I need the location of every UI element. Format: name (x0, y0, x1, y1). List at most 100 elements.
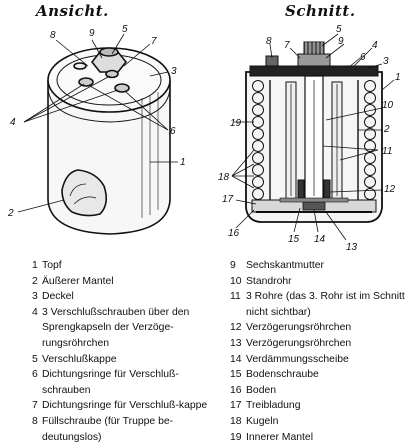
legend-text: 3 Verschlußschrauben über den Sprengkaps… (42, 306, 190, 349)
legend-row: 12 Verzögerungsröhrchen (230, 320, 406, 336)
callout-r17: 17 (222, 194, 234, 205)
legend-text: Deckel (42, 291, 74, 303)
legend-row: 16 Boden (230, 383, 406, 399)
balls-left (252, 80, 264, 200)
callout-r1: 1 (395, 72, 401, 83)
legend-number: 1 (32, 260, 38, 271)
sealing-disc (279, 197, 349, 203)
closure-cap-top (99, 47, 119, 57)
legend-text: Füllschraube (für Truppe be-deutungslos) (42, 415, 174, 443)
legend-number: 9 (230, 260, 236, 271)
legend-row: 9 Sechskantmutter (230, 258, 406, 274)
section-callouts: 8 7 5 9 4 6 3 1 10 2 11 12 19 18 17 16 1… (218, 24, 401, 253)
filling-screw (73, 62, 87, 70)
section-view-drawing (245, 41, 383, 223)
legend-number: 15 (230, 369, 242, 381)
callout-r13: 13 (346, 242, 358, 253)
callout-r5: 5 (336, 24, 342, 35)
callout-3: 3 (171, 66, 177, 77)
legend-number: 19 (230, 431, 242, 443)
legend-text: Sechskantmutter (246, 260, 324, 271)
callout-r16: 16 (228, 228, 240, 239)
callout-4: 4 (10, 117, 16, 128)
exterior-view-drawing (47, 47, 171, 235)
callout-r3: 3 (383, 56, 389, 67)
view-title: Ansicht. (36, 2, 109, 20)
legend-number: 17 (230, 400, 242, 412)
closure-screw (78, 77, 94, 87)
callout-r15: 15 (288, 234, 300, 245)
legend-row: 10 Standrohr (230, 274, 406, 290)
legend-number: 18 (230, 415, 242, 427)
callout-5: 5 (122, 24, 128, 35)
legend-number: 4 (32, 306, 38, 318)
outer-jacket-cutaway (61, 169, 108, 217)
closure-screw (114, 83, 130, 93)
callout-r12: 12 (384, 184, 396, 195)
legend-row: 6 Dichtungsringe für Verschluß-schrauben (32, 367, 208, 398)
legend-text: Verzögerungsröhrchen (246, 322, 352, 334)
legend-row: 19 Innerer Mantel (230, 430, 406, 446)
callout-8: 8 (50, 30, 56, 41)
legend-text: Verzögerungsröhrchen (246, 337, 352, 349)
legend-text: Topf (42, 260, 62, 271)
legend-number: 16 (230, 384, 242, 396)
callout-r6: 6 (360, 52, 366, 63)
legend-number: 3 (32, 291, 38, 303)
callout-1: 1 (180, 157, 186, 168)
bottom-screw (302, 201, 326, 211)
legend-number: 2 (32, 275, 38, 287)
delay-tube (323, 179, 331, 199)
legend-row: 15 Bodenschraube (230, 367, 406, 383)
section-title: Schnitt. (285, 2, 356, 20)
callout-r2: 2 (383, 124, 390, 135)
section-leaders (231, 33, 395, 241)
callout-2: 2 (7, 208, 14, 219)
callout-r19: 19 (230, 118, 242, 129)
legend-number: 10 (230, 275, 242, 287)
callout-9: 9 (89, 28, 95, 39)
callout-r9: 9 (338, 36, 344, 47)
pot-rim (47, 87, 171, 123)
callout-6: 6 (170, 126, 176, 137)
legend-text: Dichtungsringe für Verschluß-schrauben (42, 369, 179, 396)
legend-text: Bodenschraube (246, 369, 319, 381)
body-shading (141, 92, 159, 218)
legend-text: Treibladung (246, 400, 301, 412)
closure-screw (105, 69, 119, 79)
callout-r18: 18 (218, 172, 230, 183)
legend-text: 3 Rohre (das 3. Rohr ist im Schnitt nich… (246, 291, 405, 318)
legend-number: 12 (230, 322, 242, 334)
delay-tube (297, 179, 305, 199)
legend-text: Standrohr (246, 275, 292, 287)
legend-row: 3 Deckel (32, 289, 208, 305)
legend-text: Innerer Mantel (246, 431, 313, 443)
legend-row: 8 Füllschraube (für Truppe be-deutungslos… (32, 414, 208, 445)
legend-text: Boden (246, 384, 277, 396)
callout-r8: 8 (266, 36, 272, 47)
callout-r4: 4 (372, 40, 378, 51)
legend-row: 4 3 Verschlußschrauben über den Sprengkap… (32, 305, 208, 352)
legend-number: 5 (32, 353, 38, 365)
callout-r10: 10 (382, 100, 394, 111)
callout-7: 7 (151, 36, 157, 47)
callout-r11: 11 (382, 146, 392, 157)
exterior-callouts: 8 9 5 7 3 4 6 1 2 (7, 24, 186, 219)
section-nut (297, 53, 331, 67)
legend-row: 17 Treibladung (230, 398, 406, 414)
exterior-leaders (17, 33, 178, 213)
legend-number: 8 (32, 415, 38, 427)
legend-number: 6 (32, 369, 38, 381)
legend-row: 1 Topf (32, 258, 208, 274)
legend-number: 14 (230, 353, 242, 365)
